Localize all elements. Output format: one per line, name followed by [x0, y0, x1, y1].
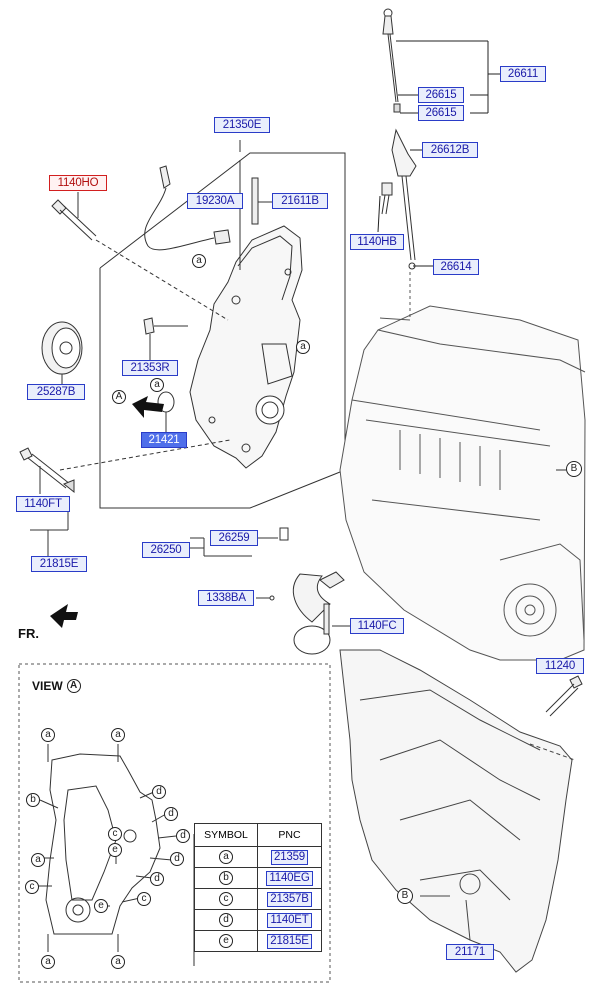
part-label-21611b[interactable]: 21611B	[272, 193, 328, 209]
symbol-pnc-table: SYMBOL PNC a 21359 b 1140EG c 21357B d 1…	[194, 823, 322, 952]
pulley-25287b-art	[41, 321, 83, 384]
view-arrow-a	[132, 396, 164, 418]
part-label-21421[interactable]: 21421	[141, 432, 187, 448]
symbol-circle: e	[219, 934, 233, 948]
view-a-callout-a-3: a	[31, 853, 45, 867]
table-row: e 21815E	[194, 930, 322, 952]
symbol-table-header: SYMBOL PNC	[194, 823, 322, 847]
part-label-1140ft[interactable]: 1140FT	[16, 496, 70, 512]
part-label-21350e[interactable]: 21350E	[214, 117, 270, 133]
callout-a-cover: a	[296, 340, 310, 354]
bolt-1140hb-art	[381, 182, 393, 215]
pnc-column-header: PNC	[257, 823, 322, 847]
table-row: b 1140EG	[194, 867, 322, 889]
view-marker-a[interactable]: A	[112, 390, 126, 404]
view-a-callout-e-2: e	[94, 899, 108, 913]
part-label-19230a[interactable]: 19230A	[187, 193, 243, 209]
part-label-1140hb[interactable]: 1140HB	[350, 234, 404, 250]
view-a-callout-d-3: d	[176, 829, 190, 843]
part-label-26259[interactable]: 26259	[210, 530, 258, 546]
view-a-callout-d-1: d	[152, 785, 166, 799]
leader-lines-dipstick	[377, 40, 500, 267]
part-label-25287b[interactable]: 25287B	[27, 384, 85, 400]
part-label-21171[interactable]: 21171	[446, 944, 494, 960]
engine-block-art	[339, 272, 586, 661]
symbol-column-header: SYMBOL	[194, 823, 258, 847]
callout-a-seal: a	[150, 378, 164, 392]
view-a-title-text: VIEW	[32, 679, 63, 693]
pnc-cell: 21359	[257, 846, 322, 868]
stud-21611b-art	[251, 177, 272, 225]
symbol-circle: c	[219, 892, 233, 906]
callout-B-engine[interactable]: B	[566, 461, 582, 477]
symbol-cell: b	[194, 867, 258, 889]
part-label-26611[interactable]: 26611	[500, 66, 546, 82]
symbol-circle: b	[219, 871, 233, 885]
symbol-cell: e	[194, 930, 258, 952]
sensor-19230a-art	[144, 165, 231, 251]
part-label-21353r[interactable]: 21353R	[122, 360, 178, 376]
view-a-callout-d-2: d	[164, 807, 178, 821]
part-label-1140ho[interactable]: 1140HO	[49, 175, 107, 191]
oil-strainer-art	[190, 527, 350, 655]
table-row: d 1140ET	[194, 909, 322, 931]
pnc-label-1140et[interactable]: 1140ET	[267, 912, 312, 928]
part-label-21815e[interactable]: 21815E	[31, 556, 87, 572]
view-a-callout-b: b	[26, 793, 40, 807]
part-label-26615-upper[interactable]: 26615	[418, 87, 464, 103]
view-a-title: VIEW A	[32, 679, 81, 693]
view-a-cover-outline	[38, 744, 177, 952]
view-a-callout-c-2: c	[25, 880, 39, 894]
view-a-callout-e-1: e	[108, 843, 122, 857]
front-arrow	[50, 604, 78, 628]
pnc-cell: 1140ET	[257, 909, 322, 931]
view-a-callout-c-1: c	[108, 827, 122, 841]
view-a-callout-c-3: c	[137, 892, 151, 906]
pnc-label-21357b[interactable]: 21357B	[267, 891, 312, 907]
symbol-cell: c	[194, 888, 258, 910]
symbol-circle: d	[219, 913, 233, 927]
seal-and-gasket-art	[59, 317, 231, 471]
oil-level-gauge	[382, 8, 417, 270]
symbol-cell: a	[194, 846, 258, 868]
pnc-label-21815e[interactable]: 21815E	[267, 933, 312, 949]
table-row: a 21359	[194, 846, 322, 868]
part-label-1140fc[interactable]: 1140FC	[350, 618, 404, 634]
view-a-callout-d-5: d	[150, 872, 164, 886]
pnc-cell: 21815E	[257, 930, 322, 952]
part-label-26250[interactable]: 26250	[142, 542, 190, 558]
view-a-callout-d-4: d	[170, 852, 184, 866]
bolt-1140ho-art	[51, 192, 229, 321]
table-row: c 21357B	[194, 888, 322, 910]
front-direction-label: FR.	[18, 626, 39, 641]
callout-a-sensor: a	[192, 254, 206, 268]
timing-cover-art	[189, 140, 303, 469]
view-a-callout-a-1: a	[41, 728, 55, 742]
view-a-frame	[18, 663, 331, 983]
part-label-1338ba[interactable]: 1338BA	[198, 590, 254, 606]
symbol-cell: d	[194, 909, 258, 931]
part-label-26612b[interactable]: 26612B	[422, 142, 478, 158]
pnc-label-21359[interactable]: 21359	[271, 849, 308, 865]
view-a-callout-a-2: a	[111, 728, 125, 742]
part-label-26615-lower[interactable]: 26615	[418, 105, 464, 121]
pnc-label-1140eg[interactable]: 1140EG	[266, 870, 313, 886]
pnc-cell: 1140EG	[257, 867, 322, 889]
lower-case-21171-art	[339, 649, 576, 973]
view-a-callout-a-5: a	[111, 955, 125, 969]
callout-B-case[interactable]: B	[397, 888, 413, 904]
view-a-title-marker: A	[66, 679, 81, 693]
part-label-26614[interactable]: 26614	[433, 259, 479, 275]
part-label-11240[interactable]: 11240	[536, 658, 584, 674]
pnc-cell: 21357B	[257, 888, 322, 910]
view-a-callout-a-4: a	[41, 955, 55, 969]
symbol-circle: a	[219, 850, 233, 864]
